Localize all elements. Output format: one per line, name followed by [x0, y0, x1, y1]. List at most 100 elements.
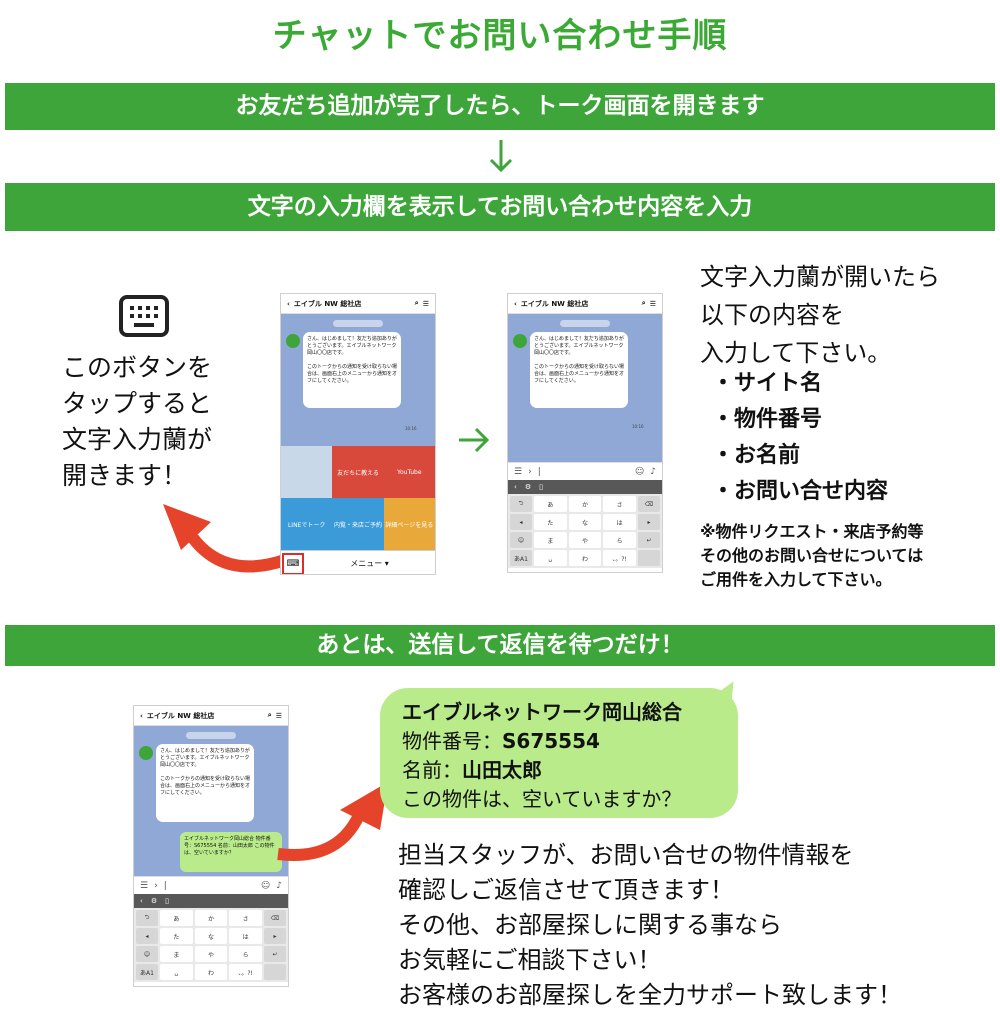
keyboard-toggle-button[interactable]: ⌨	[282, 552, 304, 574]
gear-icon[interactable]: ⚙	[524, 483, 532, 491]
greeting-text: さん、はじめまして！友だち追加ありがとうございます。エイブルネットワーク岡山〇〇…	[307, 336, 397, 356]
phone-screenshot-sent: ‹ エイブル NW 総社店 ⌕☰ さん、はじめまして！友だち追加ありがとうござい…	[133, 705, 289, 987]
menu-icon[interactable]: ☰	[140, 880, 149, 891]
keyboard-key[interactable]: は	[229, 928, 262, 944]
keyboard-key[interactable]: ↵	[638, 532, 660, 548]
step2-banner: 文字の入力欄を表示してお問い合わせ内容を入力	[5, 183, 995, 231]
keyboard-key[interactable]: た	[534, 514, 567, 530]
keyboard-key[interactable]: ⮌	[136, 910, 158, 926]
keyboard-key[interactable]: わ	[568, 550, 602, 566]
menu-label[interactable]: メニュー ▾	[350, 559, 389, 568]
property-number: S675554	[502, 729, 600, 753]
date-pill	[186, 732, 236, 739]
chat-title: エイブル NW 総社店	[520, 299, 589, 308]
keyboard-key[interactable]: ☺	[136, 946, 158, 962]
keyboard-key[interactable]	[638, 550, 660, 566]
menu-cell-talk[interactable]: LINEでトーク	[281, 498, 333, 550]
chat-header: ‹ エイブル NW 総社店 ⌕☰	[134, 706, 288, 726]
chevron-left-icon[interactable]: ‹	[514, 483, 517, 491]
keyboard-key[interactable]: ⌫	[638, 496, 660, 512]
menu-cell-youtube[interactable]: YouTube	[383, 446, 435, 498]
keyboard-key[interactable]: や	[568, 532, 602, 548]
list-icon: ☰	[422, 299, 429, 308]
keyboard-key[interactable]: ␣	[160, 964, 193, 980]
keyboard-key[interactable]: ▸	[638, 514, 660, 530]
search-icon: ⌕	[414, 299, 419, 307]
keyboard-key[interactable]: 、。?!	[229, 964, 262, 980]
list-item: ・お問い合せ内容	[712, 479, 889, 504]
keyboard-key[interactable]: な	[568, 514, 602, 530]
emoji-icon[interactable]: ☺	[634, 466, 645, 477]
keyboard-key[interactable]: あA1	[136, 964, 158, 980]
input-bar[interactable]: ☰ › | ☺ ♪	[508, 462, 662, 480]
keyboard-icon	[119, 295, 169, 337]
notice-text: このトークからの通知を受け取らない場合は、画面右上のメニューから通知をオフにして…	[534, 364, 625, 384]
gear-icon[interactable]: ⚙	[150, 897, 158, 905]
chevron-right-icon[interactable]: ›	[154, 880, 158, 891]
reply-line: 確認しご返信させて頂きます！	[398, 876, 734, 904]
down-arrow-icon	[489, 140, 513, 173]
keyboard-key[interactable]: あ	[160, 910, 193, 926]
keyboard-key[interactable]: は	[603, 514, 636, 530]
menu-cell[interactable]	[281, 446, 333, 498]
keyboard-key[interactable]: 、。?!	[603, 550, 636, 566]
note-line: ご用件を入力して下さい。	[700, 570, 892, 589]
menu-cell-share[interactable]: 友だちに教える	[332, 446, 384, 498]
sample-message-bubble: エイブルネットワーク岡山総合 物件番号：S675554 名前：山田太郎 この物件…	[380, 688, 738, 818]
keyboard-key[interactable]: た	[160, 928, 193, 944]
keyboard-key[interactable]: さ	[229, 910, 262, 926]
keyboard-key[interactable]: ら	[603, 532, 636, 548]
keyboard-key[interactable]: ら	[229, 946, 262, 962]
hint-line: 開きます！	[62, 461, 188, 490]
keyboard-key[interactable]: あA1	[510, 550, 532, 566]
curved-arrow-left-icon	[163, 504, 287, 573]
chat-header: ‹ エイブル NW 総社店 ⌕☰	[508, 294, 662, 314]
chevron-left-icon[interactable]: ‹	[140, 897, 143, 905]
list-item: ・お名前	[712, 443, 801, 468]
keyboard: ‹ ⚙ ▯ ⮌あかさ⌫ ◂たなは▸ ☺まやら↵ あA1␣わ、。?!	[508, 480, 662, 568]
keyboard-key[interactable]: や	[194, 946, 228, 962]
keyboard-key[interactable]: ⌫	[264, 910, 286, 926]
instruction-line: 以下の内容を	[700, 301, 844, 329]
clipboard-icon[interactable]: ▯	[539, 483, 543, 491]
chat-message: さん、はじめまして！友だち追加ありがとうございます。エイブルネットワーク岡山〇〇…	[156, 744, 254, 822]
notice-text: このトークからの通知を受け取らない場合は、画面右上のメニューから通知をオフにして…	[160, 776, 251, 796]
chat-header: ‹ エイブル NW 総社店 ⌕☰	[281, 294, 435, 314]
emoji-icon[interactable]: ☺	[260, 880, 271, 891]
menu-icon[interactable]: ☰	[514, 466, 523, 477]
date-pill	[560, 320, 610, 327]
chat-area: さん、はじめまして！友だち追加ありがとうございます。エイブルネットワーク岡山〇〇…	[281, 314, 435, 446]
keyboard-key[interactable]: ◂	[510, 514, 532, 530]
key-grid: ⮌あかさ⌫ ◂たなは▸ ☺まやら↵ あA1␣わ、。?!	[134, 908, 288, 982]
chat-title: エイブル NW 総社店	[146, 711, 215, 720]
mic-icon[interactable]: ♪	[276, 880, 282, 891]
text-input[interactable]: |	[163, 880, 167, 891]
keyboard-key[interactable]: ◂	[136, 928, 158, 944]
step1-banner: お友だち追加が完了したら、トーク画面を開きます	[5, 83, 995, 130]
question-text: この物件は、空いていますか？	[402, 787, 682, 811]
keyboard-key[interactable]: さ	[603, 496, 636, 512]
keyboard-key[interactable]: ␣	[534, 550, 567, 566]
keyboard-key[interactable]: あ	[534, 496, 567, 512]
clipboard-icon[interactable]: ▯	[165, 897, 169, 905]
chevron-right-icon[interactable]: ›	[528, 466, 532, 477]
curved-arrow-right-icon	[277, 782, 388, 861]
chat-area: さん、はじめまして！友だち追加ありがとうございます。エイブルネットワーク岡山〇〇…	[508, 314, 662, 462]
keyboard-key[interactable]: な	[194, 928, 228, 944]
mic-icon[interactable]: ♪	[650, 466, 656, 477]
keyboard-key[interactable]	[264, 964, 286, 980]
keyboard-key[interactable]: ▸	[264, 928, 286, 944]
keyboard-key[interactable]: ☺	[510, 532, 532, 548]
keyboard-key[interactable]: ↵	[264, 946, 286, 962]
keyboard-key[interactable]: ま	[534, 532, 567, 548]
input-bar[interactable]: ☰ › | ☺ ♪	[134, 876, 288, 894]
step3-banner: あとは、送信して返信を待つだけ！	[5, 625, 995, 666]
keyboard-key[interactable]: か	[568, 496, 602, 512]
menu-cell-reserve[interactable]: 内覧・来店ご予約	[332, 498, 384, 550]
keyboard-key[interactable]: か	[194, 910, 228, 926]
text-input[interactable]: |	[537, 466, 541, 477]
menu-cell-detail[interactable]: 詳細ページを見る	[383, 498, 435, 550]
keyboard-key[interactable]: ま	[160, 946, 193, 962]
keyboard-key[interactable]: わ	[194, 964, 228, 980]
keyboard-key[interactable]: ⮌	[510, 496, 532, 512]
